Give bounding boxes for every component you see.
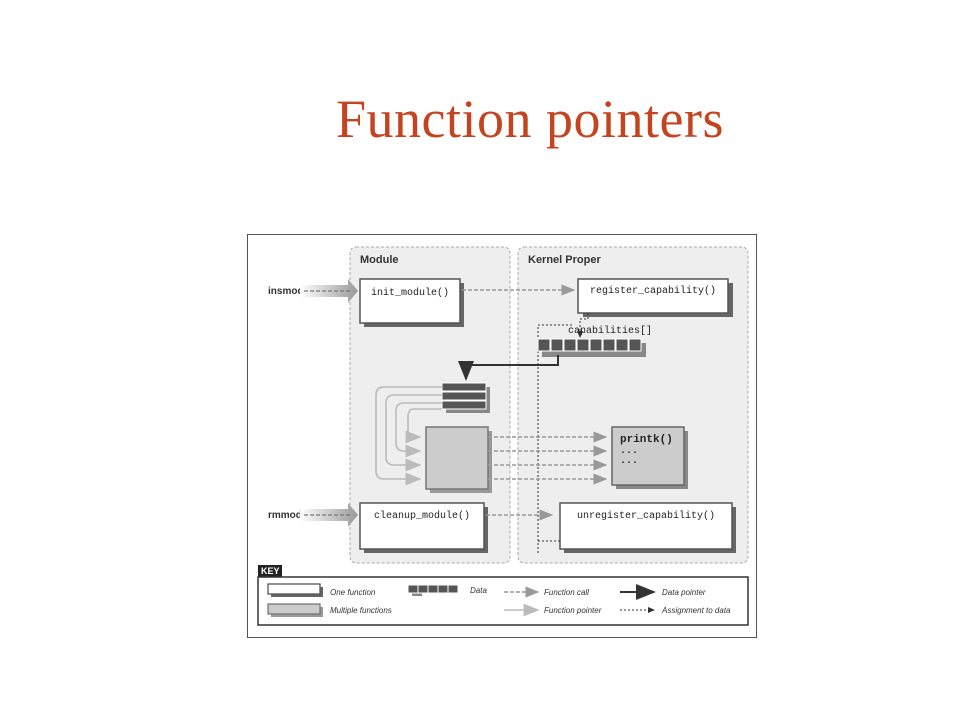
- multiple-functions-box: [425, 426, 489, 490]
- module-data-block: [441, 382, 487, 410]
- kernel-module-diagram: Module Kernel Proper insmod init_module(…: [247, 234, 757, 638]
- register-capability-box: [577, 278, 729, 314]
- key-multiple-functions-swatch: [267, 603, 321, 615]
- printk-box: [611, 426, 685, 486]
- calls-to-printk: [488, 431, 608, 485]
- printk-dots-1: ...: [620, 446, 638, 457]
- insmod-label: insmod: [268, 286, 304, 297]
- rmmod-label: rmmod: [268, 510, 302, 521]
- page-title: Function pointers: [336, 89, 724, 149]
- unregister-capability-box: [559, 502, 733, 550]
- module-region-label: Module: [360, 254, 399, 266]
- unregister-capability-label: unregister_capability(): [577, 510, 715, 522]
- key-data-pointer: Data pointer: [662, 588, 706, 597]
- cleanup-module-label: cleanup_module(): [374, 510, 470, 522]
- kernel-region: [517, 246, 749, 564]
- kernel-region-label: Kernel Proper: [528, 254, 601, 266]
- key-one-function: One function: [330, 588, 376, 597]
- key-assignment-to-data: Assignment to data: [661, 606, 731, 615]
- assign-register-to-capabilities: [577, 313, 589, 338]
- cleanup-module-box: [359, 502, 485, 550]
- function-pointer-lines: [375, 386, 442, 486]
- key-data: Data: [470, 586, 487, 595]
- capabilities-label: capabilities[]: [568, 325, 652, 337]
- diagram-canvas: Module Kernel Proper insmod init_module(…: [257, 246, 749, 626]
- key-multiple-functions: Multiple functions: [330, 606, 392, 615]
- key-title-bg: [258, 565, 282, 577]
- key-title: KEY: [261, 566, 280, 576]
- init-module-label: init_module(): [371, 287, 449, 299]
- key-function-call: Function call: [544, 588, 589, 597]
- key-one-function-swatch: [267, 583, 321, 595]
- register-capability-label: register_capability(): [590, 285, 716, 297]
- printk-dots-2: ...: [620, 456, 638, 467]
- key-box: [257, 576, 749, 626]
- init-module-box: [359, 278, 461, 324]
- capabilities-array: [537, 338, 642, 352]
- key-function-pointer: Function pointer: [544, 606, 602, 615]
- printk-label: printk(): [620, 434, 673, 446]
- key-data-swatch: [407, 584, 459, 596]
- data-pointer-capabilities-to-module: [458, 355, 559, 381]
